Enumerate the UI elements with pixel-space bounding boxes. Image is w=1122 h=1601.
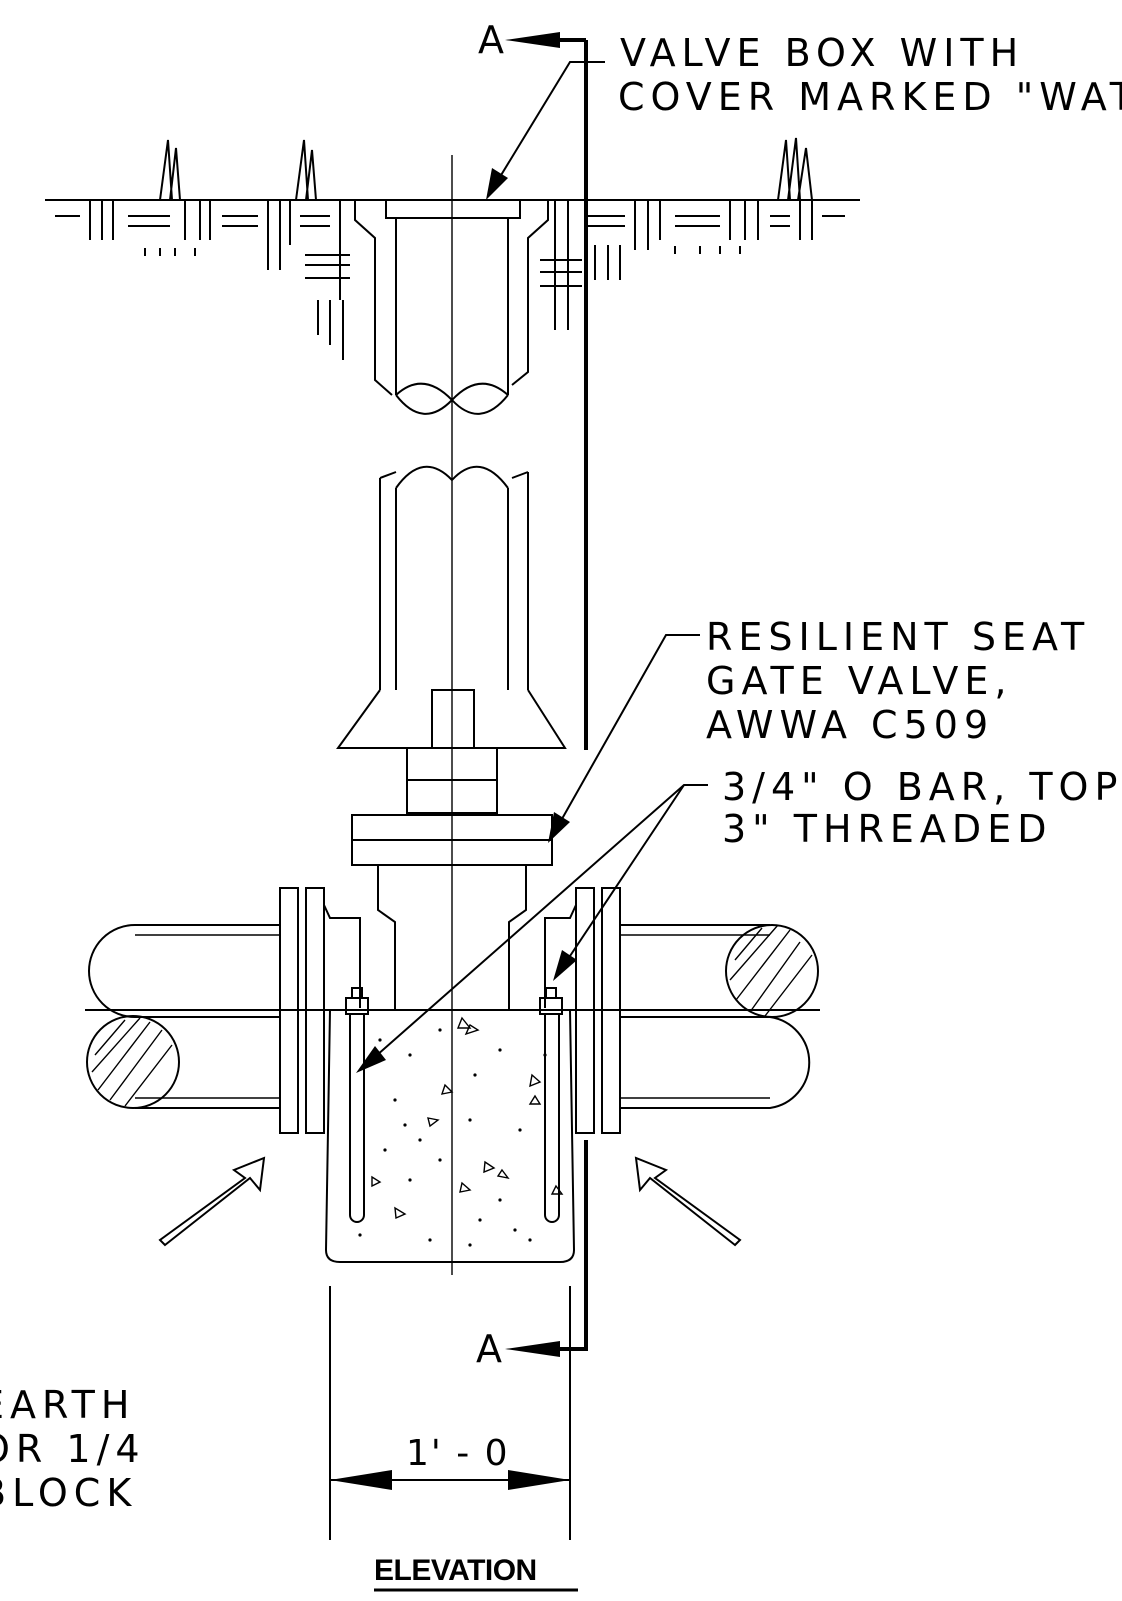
concrete-thrust-block bbox=[324, 987, 576, 1263]
gate-valve-note-line2: GATE VALVE, bbox=[706, 659, 1012, 703]
gate-valve-note-line3: AWWA C509 bbox=[706, 703, 994, 747]
valve-box-note-line2: COVER MARKED "WATER bbox=[618, 75, 1122, 119]
bar-note-line2: 3" THREADED bbox=[722, 807, 1052, 851]
section-cut-line bbox=[505, 32, 588, 1357]
gate-valve-note-line1: RESILIENT SEAT bbox=[706, 615, 1090, 659]
dimension-label: 1' - 0 bbox=[406, 1433, 510, 1474]
section-marker-bottom: A bbox=[476, 1327, 508, 1371]
dimension-block-width bbox=[329, 1286, 571, 1540]
valve-box bbox=[336, 199, 567, 749]
section-marker-top: A bbox=[478, 18, 510, 62]
leader-lines bbox=[356, 61, 708, 1073]
earth-note-line2: OR 1/4 bbox=[0, 1427, 146, 1471]
ground-surface bbox=[45, 137, 860, 360]
earth-note-line1: EARTH bbox=[0, 1383, 135, 1427]
view-title: ELEVATION bbox=[374, 1554, 537, 1587]
valve-box-note-line1: VALVE BOX WITH bbox=[620, 31, 1024, 75]
bar-note-line1: 3/4" O BAR, TOP bbox=[722, 765, 1122, 809]
earth-pressure-arrows bbox=[158, 1156, 742, 1247]
earth-note-line3: BLOCK bbox=[0, 1471, 137, 1515]
